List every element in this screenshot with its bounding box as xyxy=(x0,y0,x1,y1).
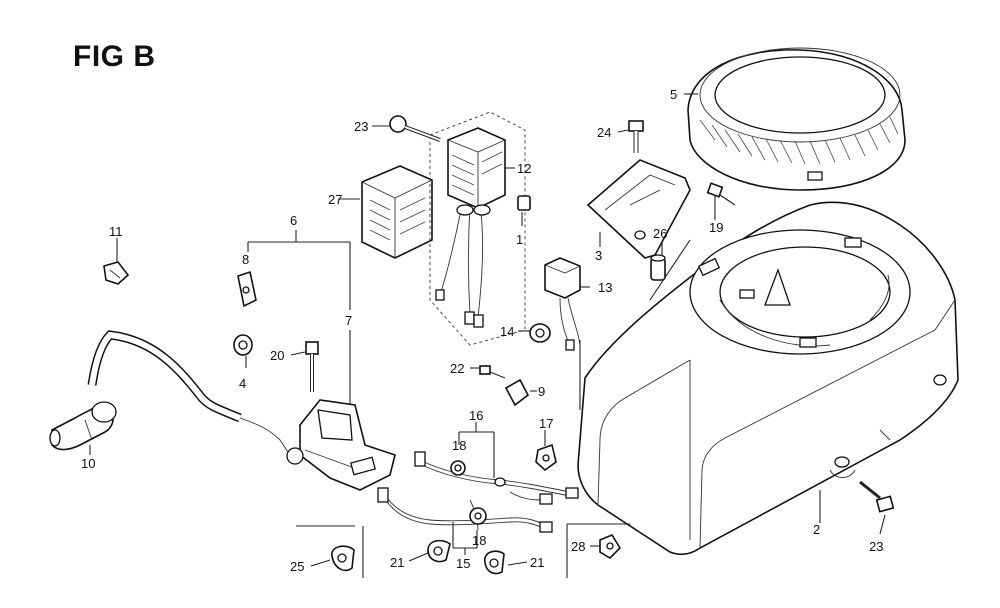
leader-lines xyxy=(89,93,886,567)
callout-15: 15 xyxy=(456,556,470,571)
rectifier-regulator-27 xyxy=(361,165,433,259)
clip-9 xyxy=(504,378,530,407)
callout-6: 6 xyxy=(290,213,297,228)
bolt-29 xyxy=(859,480,895,513)
callout-11: 11 xyxy=(109,224,123,239)
clamp-17 xyxy=(535,443,557,472)
callout-12: 12 xyxy=(517,161,531,176)
bolt-20 xyxy=(305,341,319,392)
ignition-coil xyxy=(239,399,396,491)
collar xyxy=(650,254,666,281)
callout-22: 22 xyxy=(450,361,464,376)
clip-11 xyxy=(103,261,130,285)
callout-28: 28 xyxy=(571,539,585,554)
recoil-screen xyxy=(687,47,906,191)
clamp-18-lower xyxy=(469,507,487,525)
figure-title: FIG B xyxy=(73,40,156,73)
callout-21-right: 21 xyxy=(530,555,544,570)
spacer-4 xyxy=(233,334,253,356)
wire-harness-16 xyxy=(414,451,579,505)
callout-23-upper: 23 xyxy=(354,119,368,134)
condenser-13 xyxy=(544,257,581,351)
callout-23-lower: 23 xyxy=(869,539,883,554)
callout-19: 19 xyxy=(709,220,723,235)
grommet-14 xyxy=(529,323,551,343)
fan-cover xyxy=(577,201,959,556)
callout-labels: 1 2 3 4 5 6 7 8 9 10 11 12 13 14 15 16 1… xyxy=(81,87,883,574)
callout-9: 9 xyxy=(538,384,545,399)
callout-27: 27 xyxy=(328,192,342,207)
clamp-18-upper xyxy=(450,460,466,476)
high-tension-lead xyxy=(87,330,242,423)
screw-22 xyxy=(479,365,506,379)
pin-8 xyxy=(237,270,257,308)
callout-2: 2 xyxy=(813,522,820,537)
callout-21-left: 21 xyxy=(390,555,404,570)
clamp-21-right xyxy=(484,550,505,575)
callout-8: 8 xyxy=(242,252,249,267)
callout-24: 24 xyxy=(597,125,611,140)
callout-13: 13 xyxy=(598,280,612,295)
callout-4: 4 xyxy=(239,376,246,391)
bracket xyxy=(586,159,691,259)
callout-17: 17 xyxy=(539,416,553,431)
callout-18-upper: 18 xyxy=(452,438,466,453)
callout-20: 20 xyxy=(270,348,284,363)
callout-1: 1 xyxy=(516,232,523,247)
callout-25: 25 xyxy=(290,559,304,574)
callout-14: 14 xyxy=(500,324,514,339)
callout-10: 10 xyxy=(81,456,95,471)
nut-1 xyxy=(517,195,531,211)
clamp-21-left xyxy=(427,539,451,563)
callout-16: 16 xyxy=(469,408,483,423)
callout-7: 7 xyxy=(345,313,352,328)
wire-harness-15 xyxy=(377,487,553,533)
callout-5: 5 xyxy=(670,87,677,102)
spark-plug-cap xyxy=(49,401,117,451)
bolt-23-upper xyxy=(389,115,441,142)
clamp-25 xyxy=(331,545,355,572)
callout-18-lower: 18 xyxy=(472,533,486,548)
callout-3: 3 xyxy=(595,248,602,263)
clamp-28 xyxy=(599,533,622,560)
section-lines xyxy=(296,239,691,578)
rectifier-regulator-12 xyxy=(429,111,526,346)
callout-26: 26 xyxy=(653,226,667,241)
bolt-24 xyxy=(628,120,644,153)
bolt-19 xyxy=(706,182,736,206)
